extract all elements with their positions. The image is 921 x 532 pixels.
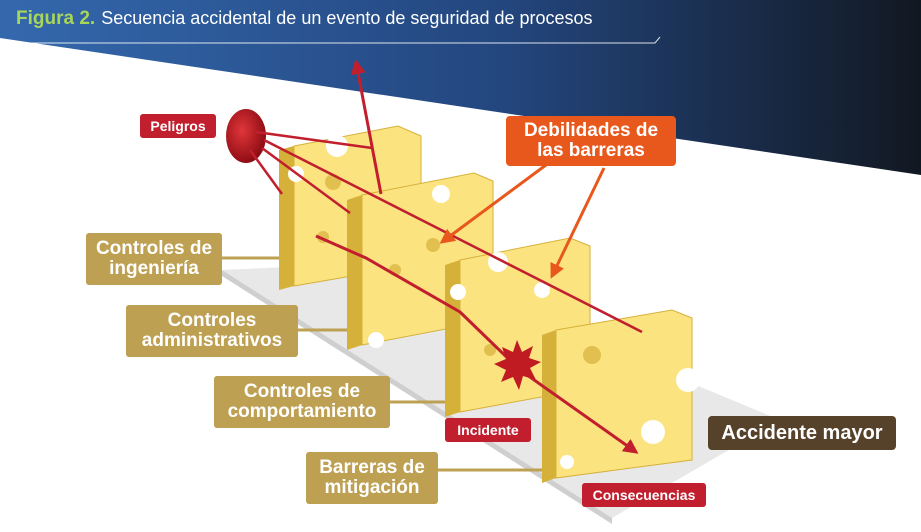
cheese-slice-4 <box>542 309 700 483</box>
figure-caption: Secuencia accidental de un evento de seg… <box>101 8 593 28</box>
label-barreras-mitigacion: Barreras de mitigación <box>306 452 438 504</box>
label-controles-ingenieria: Controles de ingeniería <box>86 233 222 285</box>
label-debilidades: Debilidades de las barreras <box>506 116 676 166</box>
figure-number: Figura 2. <box>16 8 96 29</box>
hazard-oval-icon <box>226 109 266 163</box>
figure-title: Figura 2. Secuencia accidental de un eve… <box>16 8 593 38</box>
label-controles-comportamiento: Controles de comportamiento <box>214 376 390 428</box>
header-band <box>0 0 921 175</box>
base-platform-edge <box>222 270 612 524</box>
incident-burst-icon <box>494 340 541 390</box>
title-underline <box>12 36 661 44</box>
deflected-trajectory-arrow <box>350 59 383 195</box>
label-accidente-mayor: Accidente mayor <box>708 416 896 450</box>
label-connectors <box>222 256 548 472</box>
label-incidente: Incidente <box>445 418 531 442</box>
label-consecuencias: Consecuencias <box>582 483 706 507</box>
main-trajectory-arrow <box>315 234 639 454</box>
weakness-arrow-2 <box>550 167 606 279</box>
label-controles-administrativos: Controles administrativos <box>126 305 298 357</box>
weakness-arrow-1 <box>439 160 551 244</box>
label-peligros: Peligros <box>140 114 216 138</box>
